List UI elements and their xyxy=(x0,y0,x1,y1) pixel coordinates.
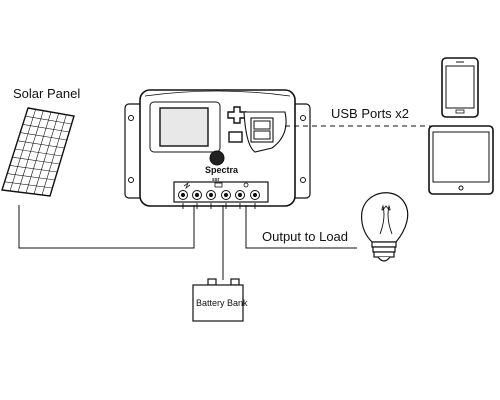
usb-ports-label: USB Ports x2 xyxy=(331,106,410,121)
light-bulb-icon xyxy=(361,192,409,262)
controller-brand-label: Spectra xyxy=(205,165,239,175)
battery-bank-label: Battery Bank xyxy=(196,298,248,308)
solar-panel-label: Solar Panel xyxy=(13,86,81,101)
battery-icon xyxy=(192,278,244,322)
output-to-load-label: Output to Load xyxy=(262,229,349,244)
controller-model-label: ssr xyxy=(212,177,220,183)
wiring xyxy=(18,125,441,280)
tablet-icon xyxy=(428,125,494,195)
phone-icon xyxy=(441,57,479,118)
charge-controller-icon xyxy=(124,89,311,209)
solar-panel-icon xyxy=(1,107,75,197)
